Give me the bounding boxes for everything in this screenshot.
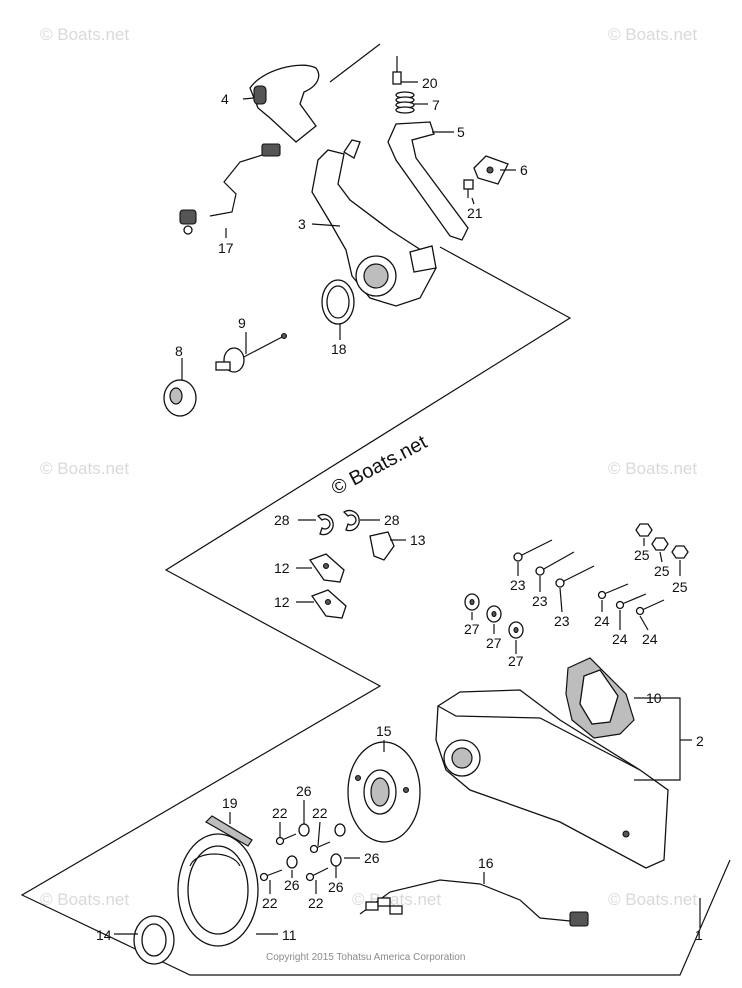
callout-2: 2	[696, 733, 704, 749]
callout-27-c: 27	[508, 653, 524, 669]
callout-25-c: 25	[672, 579, 688, 595]
part-11-ring	[177, 833, 259, 947]
part-23-screws	[513, 539, 595, 588]
part-3-lever-arm	[311, 139, 437, 307]
part-25-nuts	[635, 523, 689, 559]
callout-16: 16	[478, 855, 494, 871]
watermark-top-right: © Boats.net	[608, 25, 697, 44]
watermark-center: © Boats.net	[328, 431, 431, 500]
watermark-mid-left: © Boats.net	[40, 459, 129, 478]
callout-17: 17	[218, 240, 234, 256]
callout-25-b: 25	[654, 563, 670, 579]
part-15-disc	[347, 741, 421, 843]
callout-8: 8	[175, 343, 183, 359]
watermark-bottom-right: © Boats.net	[608, 890, 697, 909]
callout-27-b: 27	[486, 635, 502, 651]
part-24-screws	[597, 583, 665, 616]
part-20-screw	[392, 56, 402, 85]
callout-21: 21	[467, 205, 483, 221]
callout-12-upper: 12	[274, 560, 290, 576]
callout-9: 9	[238, 315, 246, 331]
part-5-link	[387, 121, 469, 241]
callout-22-b: 22	[312, 805, 328, 821]
callout-19: 19	[222, 795, 238, 811]
callout-7: 7	[432, 97, 440, 113]
callout-22-d: 22	[308, 895, 324, 911]
leader-lines	[114, 81, 701, 935]
part-14-collar	[133, 915, 175, 965]
callout-24-c: 24	[642, 631, 658, 647]
callout-6: 6	[520, 162, 528, 178]
callout-24-a: 24	[594, 613, 610, 629]
callout-25-a: 25	[634, 547, 650, 563]
part-12-bracket-a	[308, 553, 345, 583]
callout-26-top: 26	[296, 783, 312, 799]
callout-26-mid: 26	[284, 877, 300, 893]
part-6-bracket	[473, 155, 509, 185]
callout-27-a: 27	[464, 621, 480, 637]
part-12-bracket-b	[310, 589, 347, 619]
callout-23-a: 23	[510, 577, 526, 593]
part-8-knob	[163, 379, 197, 417]
callout-1: 1	[695, 927, 703, 943]
part-10-gasket	[565, 657, 635, 739]
callout-23-b: 23	[532, 593, 548, 609]
copyright-notice: Copyright 2015 Tohatsu America Corporati…	[266, 952, 465, 963]
callout-14: 14	[96, 927, 112, 943]
assembly-outline	[20, 246, 731, 976]
callout-5: 5	[457, 124, 465, 140]
callout-28-left: 28	[274, 512, 290, 528]
part-28-clip-a	[316, 513, 334, 536]
callout-13: 13	[410, 532, 426, 548]
part-2-housing	[435, 689, 669, 869]
part-21-screw	[463, 179, 474, 198]
callout-12-lower: 12	[274, 594, 290, 610]
part-28-clip-b	[342, 509, 360, 532]
part-18-ring	[321, 279, 355, 325]
callout-28-right: 28	[384, 512, 400, 528]
callout-11: 11	[282, 927, 297, 943]
watermark-mid-right: © Boats.net	[608, 459, 697, 478]
callout-20: 20	[422, 75, 438, 91]
callout-26-right: 26	[364, 850, 380, 866]
part-27-washers	[464, 593, 524, 639]
part-7-spring	[395, 91, 415, 114]
assembly-boundary-line	[329, 43, 381, 83]
callout-22-a: 22	[272, 805, 288, 821]
callout-10: 10	[646, 690, 662, 706]
part-9-shaft	[215, 332, 288, 373]
callout-23-c: 23	[554, 613, 570, 629]
callout-24-b: 24	[612, 631, 628, 647]
callout-26-low: 26	[328, 879, 344, 895]
callout-22-c: 22	[262, 895, 278, 911]
callout-18: 18	[331, 341, 347, 357]
part-4-grip	[249, 64, 320, 143]
watermark-top-left: © Boats.net	[40, 25, 129, 44]
callout-3: 3	[298, 216, 306, 232]
part-17-harness	[179, 143, 281, 235]
watermark-bottom-left: © Boats.net	[40, 890, 129, 909]
callout-numbers: 20 4 7 5 6 21 3 17 9 18 8 28 28 13 12 12…	[96, 75, 704, 943]
part-26-washers	[286, 823, 346, 869]
callout-15: 15	[376, 723, 392, 739]
part-16-cable	[359, 879, 589, 927]
callout-4: 4	[221, 91, 229, 107]
part-13-holder	[369, 531, 395, 561]
